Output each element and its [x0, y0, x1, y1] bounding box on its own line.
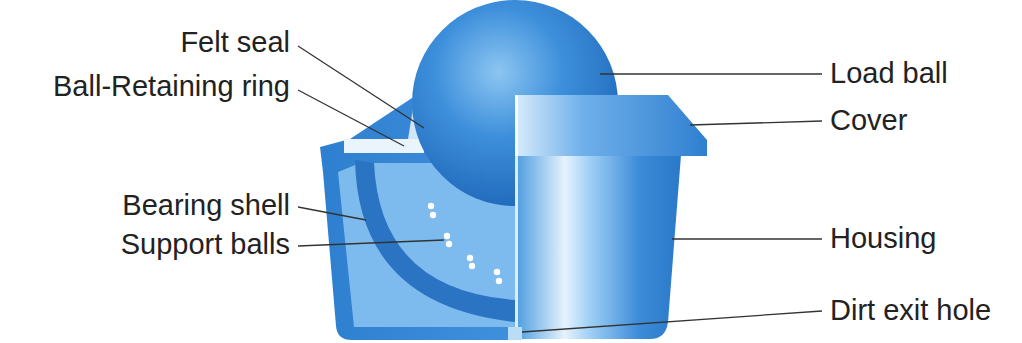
retaining-ring: [344, 139, 424, 153]
support-ball: [496, 278, 502, 284]
cover-exterior: [515, 95, 707, 156]
part-label: Ball-Retaining ring: [53, 69, 290, 103]
leader-line: [522, 311, 822, 332]
part-label: Dirt exit hole: [830, 293, 991, 327]
housing-exterior: [515, 155, 681, 339]
support-ball: [494, 269, 500, 275]
leader-line: [298, 46, 424, 128]
support-ball: [446, 241, 452, 247]
leader-line: [672, 238, 822, 239]
leader-line: [600, 73, 822, 74]
support-ball: [430, 212, 436, 218]
part-label: Bearing shell: [122, 188, 290, 222]
leader-lines: [298, 46, 822, 332]
support-ball: [428, 203, 434, 209]
cut-edge: [515, 95, 518, 339]
leader-line: [298, 240, 444, 246]
support-balls: [428, 203, 521, 289]
leader-line: [690, 121, 822, 125]
leader-line: [298, 90, 404, 146]
support-ball: [444, 233, 450, 239]
dirt-exit-hole: [508, 327, 522, 340]
part-label: Load ball: [830, 56, 948, 90]
part-label: Cover: [830, 103, 907, 137]
part-label: Housing: [830, 221, 936, 255]
part-label: Support balls: [121, 227, 290, 261]
support-ball: [467, 255, 473, 261]
leader-line: [298, 207, 366, 220]
support-ball: [469, 263, 475, 269]
part-label: Felt seal: [180, 25, 290, 59]
